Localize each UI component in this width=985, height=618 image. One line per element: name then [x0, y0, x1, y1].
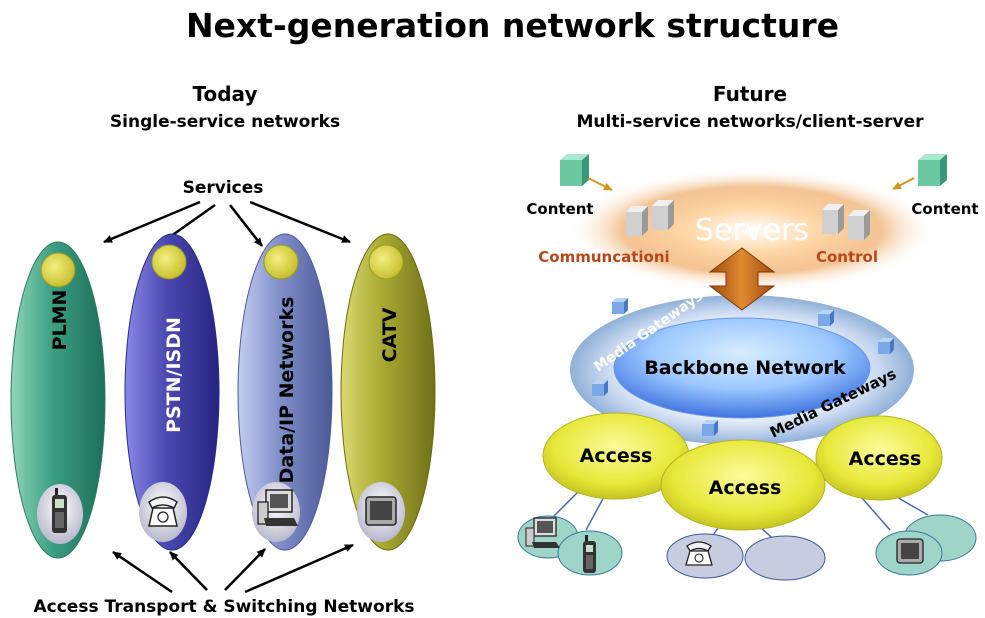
catv-label: CATV	[379, 307, 401, 362]
content-cube-right	[918, 154, 947, 186]
today-subheading: Single-service networks	[110, 112, 340, 132]
pstn-isdn-network: PSTN/ISDN	[124, 233, 220, 551]
access-arrows	[112, 543, 354, 594]
access-right-label: Access	[849, 448, 922, 470]
content-right-label: Content	[911, 200, 978, 218]
access-center-label: Access	[709, 477, 782, 499]
server-boxes-left	[626, 200, 674, 236]
backbone-label: Backbone Network	[644, 357, 846, 379]
servers-backbone-arrow	[708, 247, 776, 311]
content-right-arrow	[892, 177, 915, 190]
access-transport-label: Access Transport & Switching Networks	[34, 597, 415, 617]
plmn-label: PLMN	[49, 290, 71, 351]
server-glow	[567, 168, 937, 292]
page-title: Next-generation network structure	[185, 6, 840, 45]
services-label: Services	[183, 178, 264, 198]
future-subheading: Multi-service networks/client-server	[576, 112, 924, 132]
control-label: Control	[816, 248, 878, 266]
access-right	[815, 415, 943, 501]
gateway-cubes	[592, 298, 894, 436]
servers-label: Servers	[695, 213, 809, 248]
future-heading: Future	[713, 82, 787, 106]
telephone-icon	[685, 541, 713, 566]
mobile-phone-icon	[583, 535, 596, 573]
content-left-arrow	[587, 177, 613, 191]
backbone-network	[613, 317, 871, 419]
content-cube-left	[560, 154, 589, 186]
catv-network: CATV	[340, 233, 436, 551]
access-links	[549, 491, 929, 546]
pstn-isdn-label: PSTN/ISDN	[163, 317, 185, 433]
access-left-label: Access	[580, 445, 653, 467]
data-ip-network: Data/IP Networks	[237, 233, 333, 551]
communication-label: Communcationi	[538, 248, 669, 266]
mobile-phone-icon	[52, 488, 67, 533]
tv-icon	[896, 538, 924, 564]
access-center	[660, 439, 826, 531]
tv-icon	[365, 496, 397, 526]
terminal-blank	[744, 535, 826, 581]
server-boxes-right	[822, 204, 870, 240]
today-heading: Today	[193, 82, 258, 106]
data-ip-label: Data/IP Networks	[276, 297, 298, 484]
service-arrows	[103, 200, 351, 248]
computer-icon	[525, 517, 560, 548]
telephone-icon	[148, 496, 178, 527]
plmn-network: PLMN	[10, 241, 106, 559]
content-left-label: Content	[526, 200, 593, 218]
computer-icon	[257, 489, 298, 526]
